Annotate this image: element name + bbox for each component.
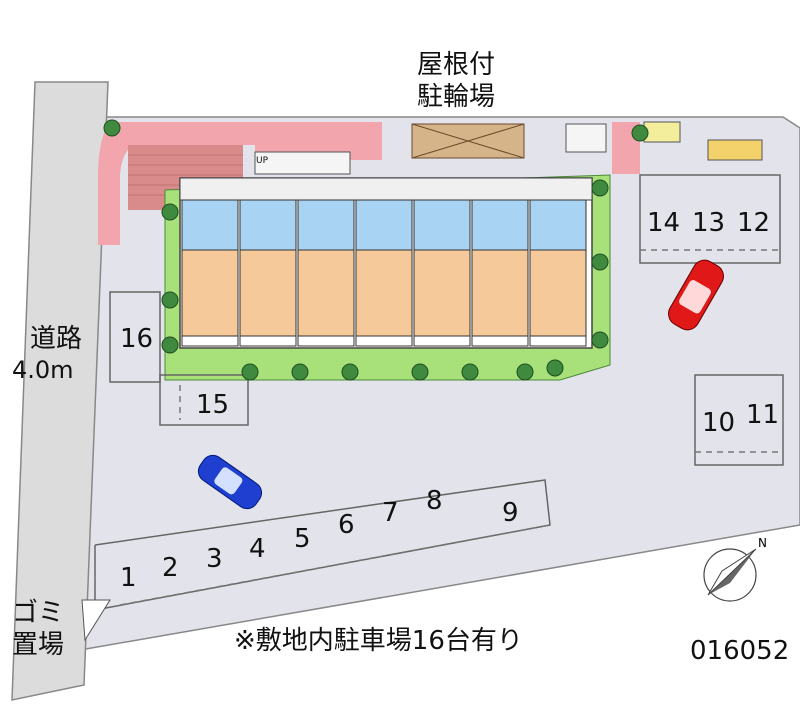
bike-shelter-title-1: 屋根付: [417, 50, 496, 80]
trees: [103, 119, 649, 381]
utility-box: [707, 139, 763, 161]
north-compass-icon: N: [703, 536, 767, 602]
parking-slot-3: 3: [206, 544, 223, 574]
tree: [411, 363, 429, 381]
road: [11, 81, 109, 701]
tree: [631, 124, 649, 142]
unit-room: [529, 249, 587, 337]
unit-bath-area: [239, 199, 297, 251]
unit-balcony: [297, 335, 355, 347]
unit-bath-area: [355, 199, 413, 251]
unit-balcony: [239, 335, 297, 347]
red-car-icon: [668, 259, 724, 331]
unit-bath-area: [181, 199, 239, 251]
parking-slot-8: 8: [426, 486, 443, 516]
parking-slot-13: 13: [692, 208, 726, 238]
unit-balcony: [355, 335, 413, 347]
tree: [546, 359, 564, 377]
tree: [591, 179, 609, 197]
apartment-units: [181, 199, 587, 347]
tree: [103, 119, 121, 137]
unit-room: [471, 249, 529, 337]
stair-up-label: UP: [256, 156, 269, 166]
unit-balcony: [471, 335, 529, 347]
tree: [161, 291, 179, 309]
parking-slot-12: 12: [737, 208, 771, 238]
svg-text:N: N: [758, 536, 767, 550]
parking-slot-10: 10: [702, 408, 736, 438]
unit-balcony: [529, 335, 587, 347]
unit-bath-area: [413, 199, 471, 251]
parking-slot-16: 16: [120, 324, 154, 354]
parking-slot-11: 11: [746, 400, 780, 430]
tree: [161, 203, 179, 221]
unit-room: [297, 249, 355, 337]
unit-bath-area: [471, 199, 529, 251]
parking-slot-14: 14: [647, 208, 681, 238]
unit-room: [413, 249, 471, 337]
tree: [241, 363, 259, 381]
parking-slot-2: 2: [162, 553, 179, 583]
unit-room: [181, 249, 239, 337]
tree: [291, 363, 309, 381]
blue-car-icon: [197, 454, 263, 510]
parking-slot-5: 5: [294, 524, 311, 554]
property-code: 016052: [690, 636, 790, 666]
stairs-top: [254, 151, 351, 175]
tree: [591, 331, 609, 349]
parking-slot-9: 9: [502, 498, 519, 528]
parking-slot-6: 6: [338, 510, 355, 540]
tree: [341, 363, 359, 381]
unit-bath-area: [529, 199, 587, 251]
unit-balcony: [413, 335, 471, 347]
unit-balcony: [181, 335, 239, 347]
garbage-label-1: ゴミ: [12, 598, 65, 628]
tree: [591, 253, 609, 271]
corridor: [179, 177, 593, 201]
stair-block: [565, 123, 607, 153]
parking-slot-7: 7: [382, 498, 399, 528]
garbage-label-2: 置場: [12, 630, 65, 660]
tree: [161, 336, 179, 354]
unit-room: [239, 249, 297, 337]
road-label-1: 道路: [30, 324, 83, 354]
parking-slot-15: 15: [196, 390, 230, 420]
bike-shelter-title-2: 駐輪場: [417, 82, 496, 112]
garbage-top-box: [643, 121, 681, 143]
road-label-2: 4.0m: [12, 356, 74, 384]
parking-slot-4: 4: [249, 534, 266, 564]
parking-note: ※敷地内駐車場16台有り: [234, 626, 523, 656]
tree: [516, 363, 534, 381]
parking-slot-1: 1: [120, 563, 137, 593]
unit-bath-area: [297, 199, 355, 251]
unit-room: [355, 249, 413, 337]
tree: [461, 363, 479, 381]
